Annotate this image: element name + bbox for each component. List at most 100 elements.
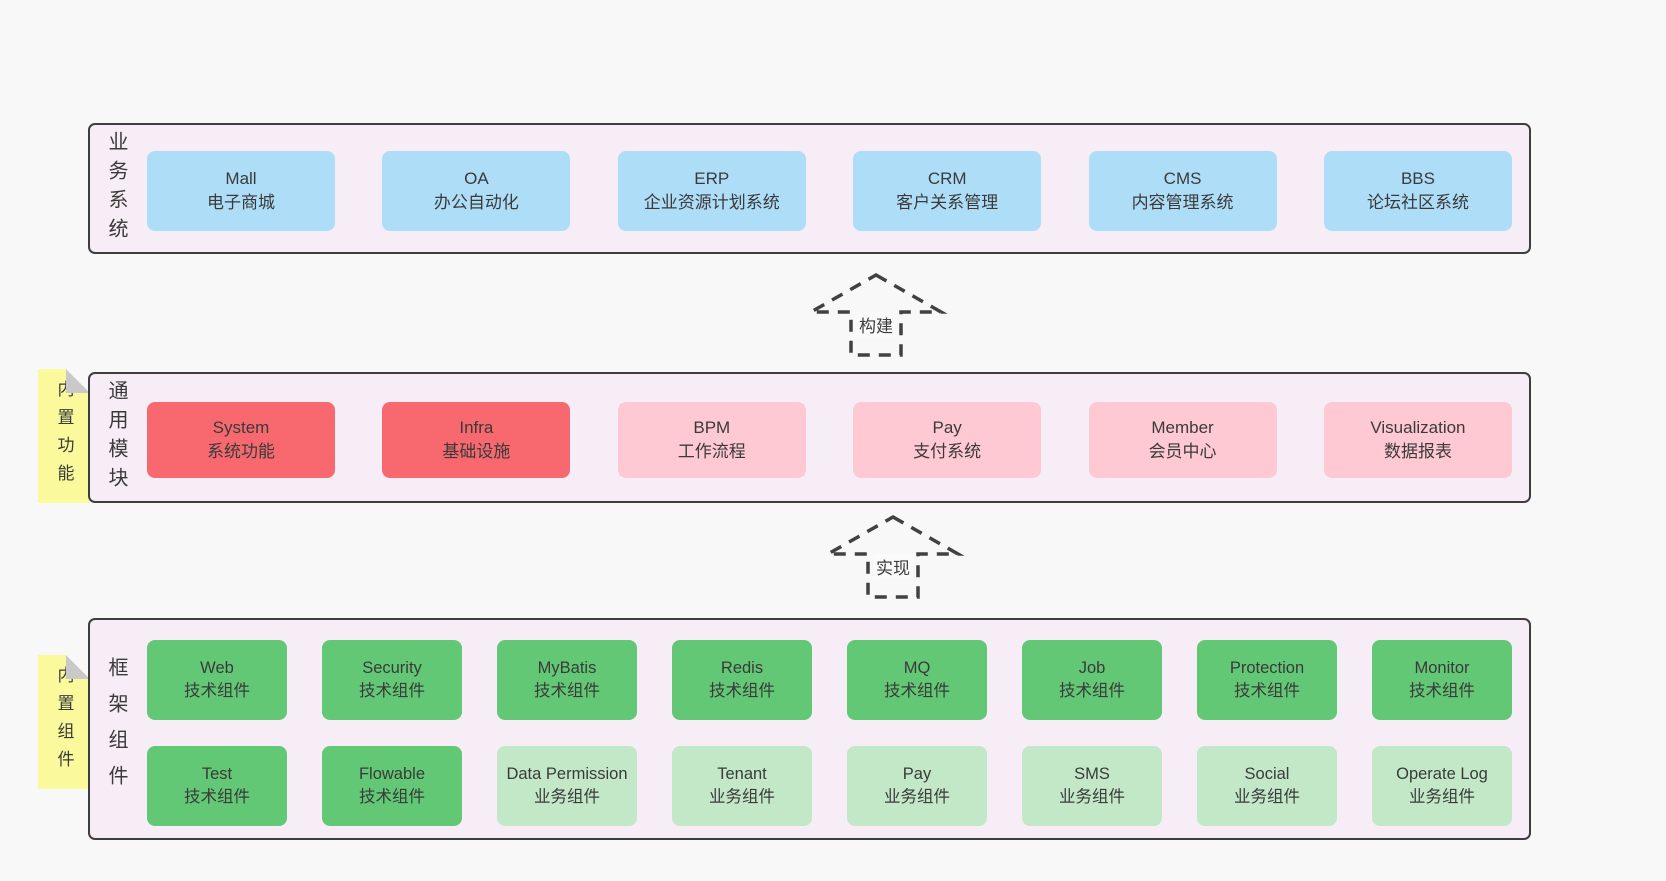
- box-desc: 业务组件: [884, 788, 950, 806]
- box-operate-log: Operate Log 业务组件: [1372, 746, 1512, 826]
- box-name: Job: [1078, 658, 1106, 677]
- sticky-fold-corner: [66, 369, 90, 393]
- box-desc: 业务组件: [1234, 788, 1300, 806]
- box-pay-module: Pay 支付系统: [853, 402, 1042, 478]
- sticky-note-label: 内置组件: [54, 666, 74, 778]
- box-desc: 电子商城: [207, 193, 275, 212]
- box-desc: 客户关系管理: [896, 193, 999, 212]
- box-name: Pay: [932, 417, 962, 437]
- box-cms: CMS 内容管理系统: [1088, 151, 1277, 231]
- box-desc: 业务组件: [1059, 788, 1125, 806]
- sticky-note-label: 内置功能: [54, 380, 74, 492]
- box-name: Visualization: [1370, 417, 1466, 437]
- box-name: Infra: [459, 417, 494, 437]
- layer-framework-components: 框架组件 Web 技术组件 Security 技术组件 MyBatis 技术组件…: [88, 618, 1531, 840]
- box-name: MyBatis: [537, 658, 597, 677]
- box-social: Social 业务组件: [1197, 746, 1337, 826]
- box-monitor: Monitor 技术组件: [1372, 640, 1512, 720]
- box-test: Test 技术组件: [147, 746, 287, 826]
- layer-common-modules: 通用模块 System 系统功能 Infra 基础设施 BPM 工作流程 Pay…: [88, 372, 1531, 503]
- box-name: Operate Log: [1396, 764, 1488, 783]
- box-name: CMS: [1163, 168, 1202, 188]
- box-visualization: Visualization 数据报表: [1323, 402, 1512, 478]
- box-desc: 技术组件: [884, 682, 950, 700]
- box-desc: 论坛社区系统: [1366, 193, 1469, 212]
- box-name: BPM: [693, 417, 731, 437]
- box-desc: 技术组件: [1234, 682, 1300, 700]
- box-flowable: Flowable 技术组件: [322, 746, 462, 826]
- box-name: Monitor: [1414, 658, 1470, 677]
- box-desc: 技术组件: [184, 788, 250, 806]
- box-protection: Protection 技术组件: [1197, 640, 1337, 720]
- box-name: Flowable: [358, 764, 426, 783]
- box-name: MQ: [903, 658, 931, 677]
- box-sms: SMS 业务组件: [1022, 746, 1162, 826]
- box-name: Security: [362, 658, 422, 677]
- box-name: OA: [464, 168, 489, 188]
- up-arrow-icon: [821, 514, 965, 599]
- box-desc: 会员中心: [1148, 442, 1217, 461]
- common-modules-row: System 系统功能 Infra 基础设施 BPM 工作流程 Pay 支付系统…: [147, 402, 1512, 478]
- box-redis: Redis 技术组件: [672, 640, 812, 720]
- box-data-permission: Data Permission 业务组件: [497, 746, 637, 826]
- box-name: Mall: [225, 168, 257, 188]
- box-name: BBS: [1400, 168, 1435, 188]
- box-name: SMS: [1074, 764, 1110, 783]
- framework-components-row-1: Web 技术组件 Security 技术组件 MyBatis 技术组件 Redi…: [147, 640, 1512, 720]
- framework-components-row-2: Test 技术组件 Flowable 技术组件 Data Permission …: [147, 746, 1512, 826]
- layer-title: 通用模块: [105, 379, 127, 496]
- box-member: Member 会员中心: [1088, 402, 1277, 478]
- box-name: Web: [200, 658, 234, 677]
- box-desc: 技术组件: [709, 682, 775, 700]
- arrow-implement: 实现: [818, 514, 968, 600]
- box-name: CRM: [927, 168, 967, 188]
- box-security: Security 技术组件: [322, 640, 462, 720]
- box-desc: 办公自动化: [433, 193, 519, 212]
- layer-title: 框架组件: [105, 657, 127, 801]
- sticky-note-built-in-features: 内置功能: [38, 369, 90, 503]
- box-desc: 技术组件: [1409, 682, 1475, 700]
- box-mall: Mall 电子商城: [147, 151, 335, 231]
- box-desc: 业务组件: [709, 788, 775, 806]
- box-desc: 技术组件: [184, 682, 250, 700]
- box-name: Data Permission: [506, 764, 628, 783]
- box-desc: 内容管理系统: [1131, 193, 1234, 212]
- box-desc: 企业资源计划系统: [643, 193, 780, 212]
- box-oa: OA 办公自动化: [382, 151, 571, 231]
- layer-title: 业务系统: [105, 130, 127, 247]
- box-name: System: [212, 417, 270, 437]
- box-name: Social: [1244, 764, 1290, 783]
- box-infra: Infra 基础设施: [382, 402, 571, 478]
- box-crm: CRM 客户关系管理: [853, 151, 1042, 231]
- box-web: Web 技术组件: [147, 640, 287, 720]
- box-bpm: BPM 工作流程: [617, 402, 806, 478]
- box-name: Test: [201, 764, 233, 783]
- box-name: Redis: [720, 658, 764, 677]
- box-system: System 系统功能: [147, 402, 335, 478]
- box-desc: 业务组件: [534, 788, 600, 806]
- box-erp: ERP 企业资源计划系统: [617, 151, 806, 231]
- up-arrow-icon: [804, 272, 948, 357]
- box-desc: 工作流程: [677, 442, 746, 461]
- box-name: Pay: [902, 764, 932, 783]
- arrow-implement-label: 实现: [873, 554, 913, 579]
- box-desc: 技术组件: [359, 788, 425, 806]
- sticky-fold-corner: [66, 655, 90, 679]
- box-desc: 业务组件: [1409, 788, 1475, 806]
- box-name: Member: [1151, 417, 1214, 437]
- box-bbs: BBS 论坛社区系统: [1323, 151, 1512, 231]
- box-mq: MQ 技术组件: [847, 640, 987, 720]
- layer-business-systems: 业务系统 Mall 电子商城 OA 办公自动化 ERP 企业资源计划系统 CRM…: [88, 123, 1531, 254]
- box-desc: 技术组件: [1059, 682, 1125, 700]
- box-desc: 技术组件: [534, 682, 600, 700]
- box-name: Tenant: [717, 764, 767, 783]
- box-tenant: Tenant 业务组件: [672, 746, 812, 826]
- box-desc: 系统功能: [207, 442, 275, 461]
- box-desc: 基础设施: [442, 442, 511, 461]
- box-mybatis: MyBatis 技术组件: [497, 640, 637, 720]
- arrow-build: 构建: [801, 272, 951, 358]
- box-pay-component: Pay 业务组件: [847, 746, 987, 826]
- box-name: ERP: [694, 168, 730, 188]
- sticky-note-built-in-components: 内置组件: [38, 655, 90, 789]
